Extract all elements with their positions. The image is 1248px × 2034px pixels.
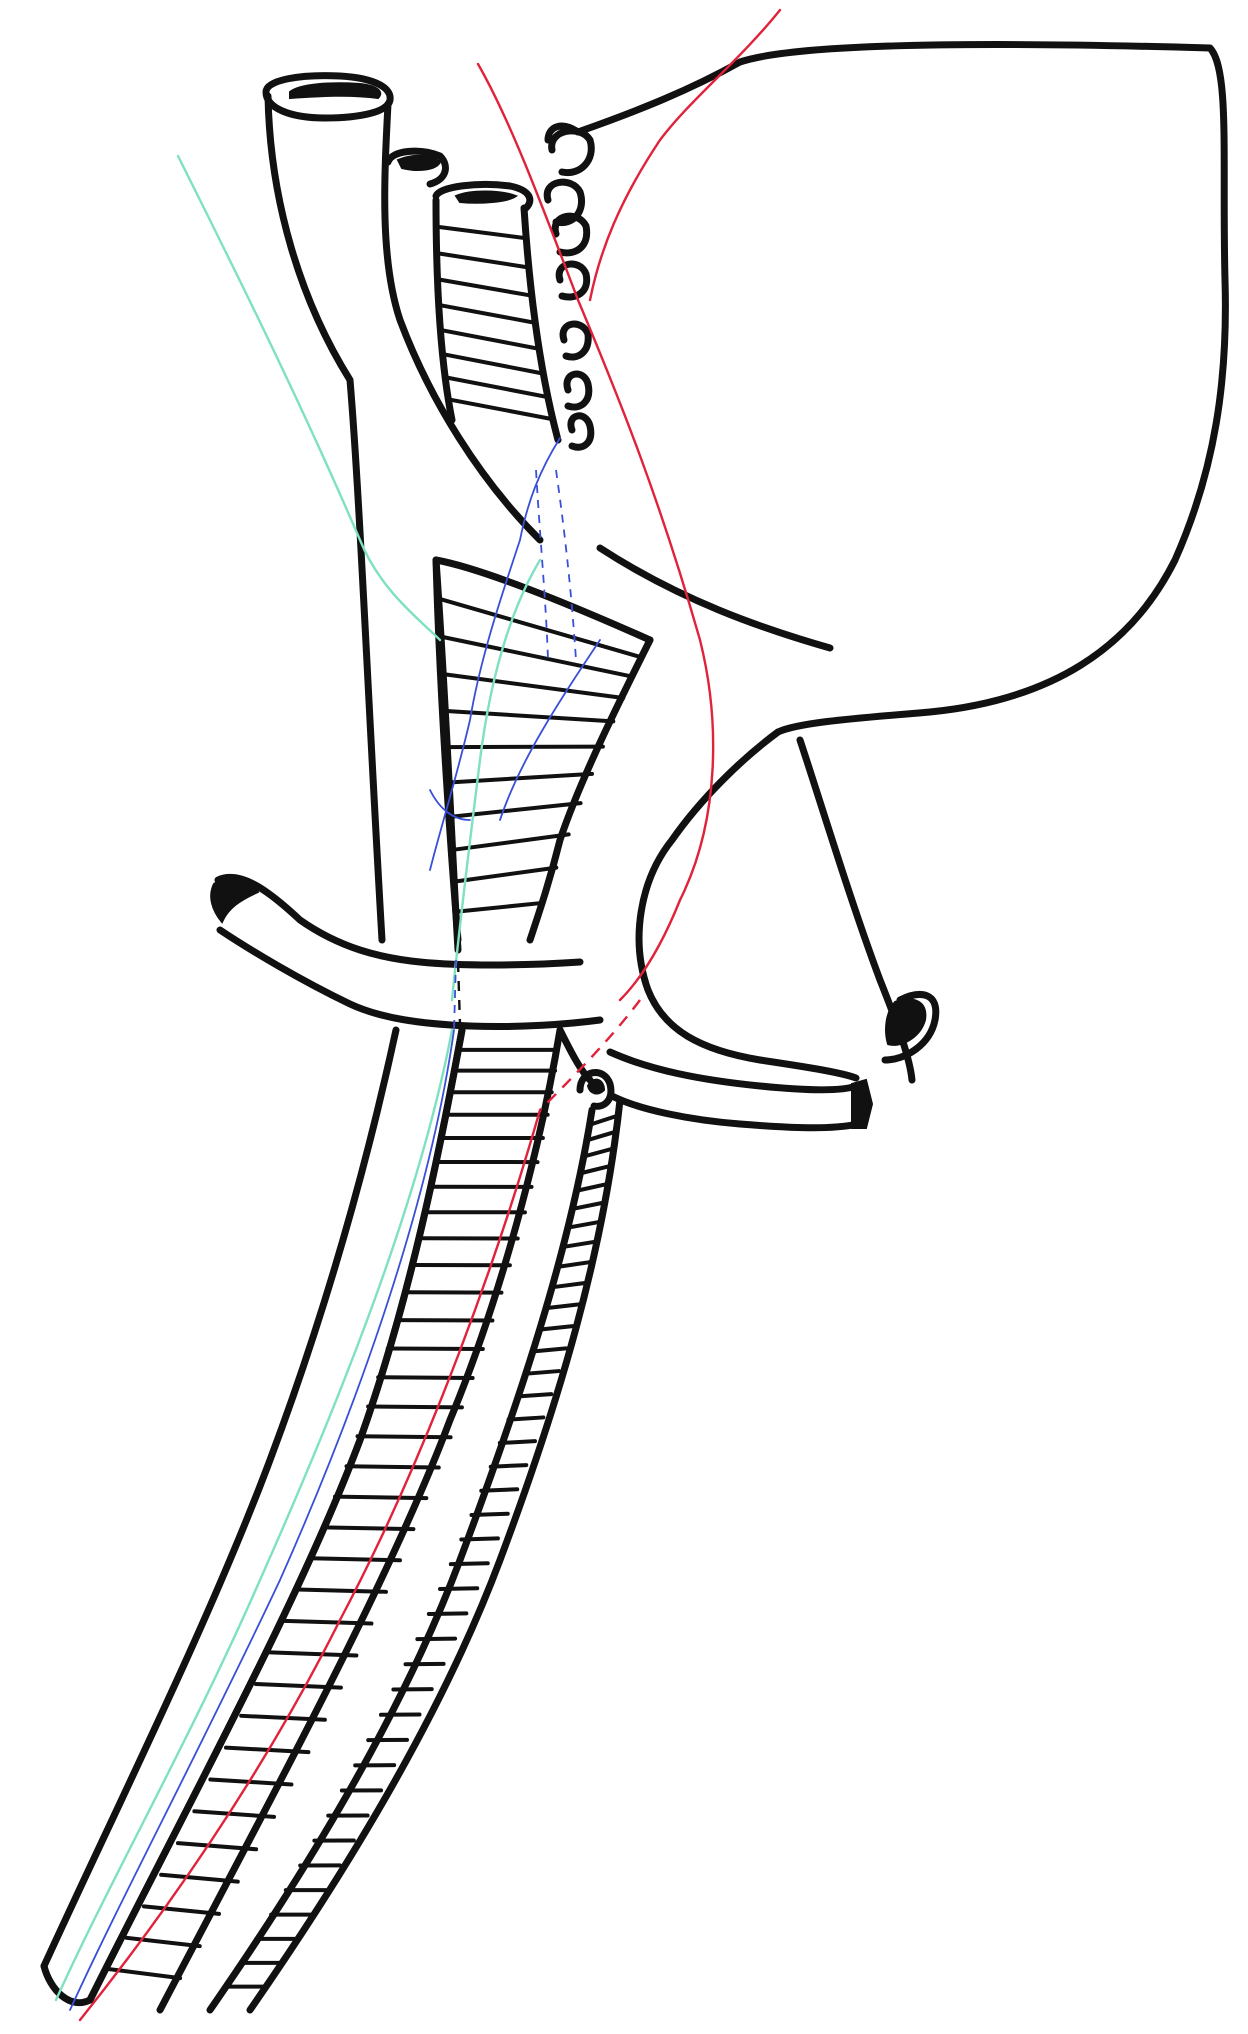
esophagus-ring [517,1394,551,1396]
left-main-vessel [266,76,540,950]
right-curved-tube [610,1052,872,1128]
trachea-ring [297,1589,385,1591]
trachea-ring [453,868,556,882]
trachea-ring [335,1497,426,1498]
trachea-ring [445,377,548,397]
trachea-ring [436,227,526,239]
esophagus-ring [491,1465,527,1467]
esophagus-ring [472,1514,508,1515]
esophagus-ring [509,1417,544,1419]
trachea-ring [437,253,529,267]
trachea-upper [436,184,558,440]
green-nerve [56,156,540,2000]
esophagus-ring [574,1203,605,1209]
esophagus-ring [417,1639,455,1640]
trachea-ring [440,674,623,698]
esophagus-ring [525,1371,559,1374]
esophagus-ring [569,1222,600,1228]
esophagus-ring [451,1563,488,1564]
trachea-ring [442,711,613,722]
esophagus-ring [429,1613,467,1614]
esophagus-ring [461,1538,498,1539]
esophagus-ring [500,1441,535,1443]
trachea-ring [358,1436,451,1437]
trachea-ring [439,305,536,323]
trachea-ring [449,803,581,817]
trachea-middle [436,560,650,940]
lower-vessel-stub [639,732,936,1080]
esophagus-ring [578,1184,608,1191]
esophagus-ring [564,1242,596,1247]
esophagus-ring [546,1304,579,1308]
esophagus-ring [481,1489,517,1490]
esophagus-ring [532,1348,566,1351]
trachea-ring [437,279,531,295]
trachea-ring [443,354,544,374]
trachea-ring [347,1466,439,1467]
trachea-ring [388,1348,483,1349]
trachea-ring [284,1621,371,1624]
trachea-ring [448,399,553,419]
trachea-ring [439,636,633,677]
trachea-ring [456,903,544,912]
right-ring-loops [547,131,591,447]
esophagus-ring [553,1283,585,1287]
trachea-ring [310,1558,399,1560]
trachea-ring [378,1377,473,1378]
secondary-vessel-top [388,151,445,184]
trachea-ring [440,330,539,349]
trachea-ring [144,1906,219,1914]
trachea-ring [444,747,602,748]
trachea-ring [368,1407,462,1408]
trachea-ring [323,1527,413,1529]
trachea-ring [437,598,641,657]
esophagus-ring [539,1326,572,1329]
esophagus-ring [558,1262,590,1267]
blue-nerve [70,438,600,2010]
upper-sac-outline [548,45,1225,732]
esophagus-ring [440,1588,477,1589]
lower-descending-vessel [44,1030,462,2003]
